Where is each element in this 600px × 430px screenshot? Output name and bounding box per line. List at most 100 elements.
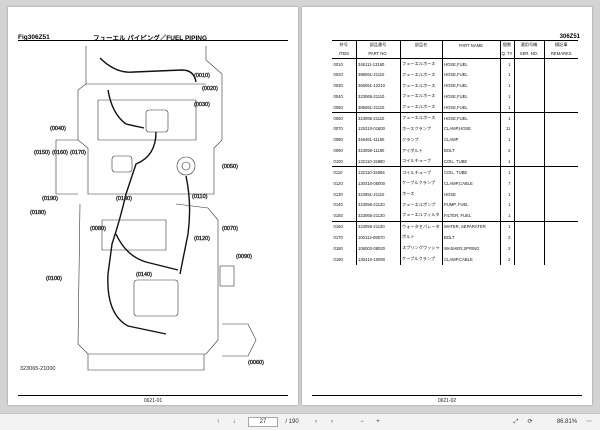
cell-part-name: HOSE,FUEL [441, 69, 500, 81]
viewer-toolbar: ↑ ↓ 27 / 190 ‹ › − + ⤢ ⟳ 86.81% ⋯ [0, 413, 600, 430]
cell-name-jp: アイボルト [399, 145, 442, 157]
header-serial: SER. NO. [513, 49, 544, 59]
cell-name-jp: フューエルホース [399, 101, 442, 113]
cell-remarks [543, 199, 578, 211]
rotate-icon[interactable]: ⟳ [527, 419, 533, 425]
callout-0080: (0080) [90, 226, 106, 232]
header-partno-jp: 部品番号 [355, 40, 400, 50]
cell-part-name: HOSE,FUEL [441, 101, 500, 113]
callout-0160: (0160) [52, 150, 68, 156]
callout-0170: (0170) [70, 150, 86, 156]
fuel-lines [99, 57, 197, 335]
cell-serial [513, 69, 544, 81]
cell-name-jp: ケーブルクランプ [399, 177, 442, 189]
cell-name-jp: ウォータセパレータ [399, 220, 442, 232]
cell-part-no: 130410-10080 [355, 253, 400, 265]
cell-qty: 1 [499, 134, 514, 146]
arrow-up-icon[interactable]: ↑ [216, 419, 220, 425]
cell-qty: 2 [499, 253, 514, 265]
cell-serial [513, 112, 544, 124]
cell-qty: 2 [499, 232, 514, 243]
page-number-left: 0621-01 [143, 398, 163, 404]
callout-0030: (0030) [194, 102, 210, 108]
callout-0020: (0020) [202, 86, 218, 92]
header-partname: PART NAME [441, 40, 500, 50]
cell-remarks [543, 112, 578, 124]
prev-page-icon[interactable]: ‹ [315, 419, 317, 425]
header-item-jp: 符号 [332, 40, 356, 50]
cell-qty: 1 [499, 166, 514, 178]
callout-0040: (0040) [50, 126, 66, 132]
fit-icon[interactable]: ⤢ [513, 419, 519, 425]
cell-serial [513, 91, 544, 102]
title-rule [18, 40, 288, 41]
header-name-jp: 部品名 [399, 40, 442, 50]
more-icon[interactable]: ⋯ [586, 419, 592, 425]
cell-qty: 1 [499, 101, 514, 113]
arrow-down-icon[interactable]: ↓ [232, 419, 236, 425]
header-remarks: REMARKS [543, 49, 578, 59]
zoom-in-icon[interactable]: + [376, 419, 380, 425]
cell-remarks [543, 123, 578, 135]
callout-0100: (0100) [46, 276, 62, 282]
cell-qty: 11 [499, 123, 514, 135]
zoom-out-icon[interactable]: − [360, 419, 364, 425]
cell-part-name: FILTER, FUEL [441, 210, 500, 222]
cell-name-jp: フューエルホース [399, 112, 442, 124]
page-rule [18, 395, 288, 396]
cell-item: 0150 [333, 212, 343, 218]
cell-serial [513, 58, 544, 70]
header-qty-jp: 個数 [499, 40, 514, 50]
page-right: 306Z51 符号 部品番号 部品名 PART NAME 個数 適用号機 摘記事… [302, 7, 592, 405]
header-serial-jp: 適用号機 [513, 40, 544, 50]
cell-qty: 1 [499, 112, 514, 124]
cell-serial [513, 177, 544, 189]
cell-remarks [543, 101, 578, 113]
page-number-input[interactable]: 27 [248, 417, 278, 427]
next-page-icon[interactable]: › [331, 419, 333, 425]
callout-0010: (0010) [194, 73, 210, 79]
header-partno: PART NO. [355, 49, 400, 59]
cell-name-jp: ホースクランプ [399, 123, 442, 135]
cell-name-jp: フューエルフィルタ [399, 210, 442, 222]
cell-qty: 2 [499, 242, 514, 254]
cell-qty: 1 [499, 58, 514, 70]
cell-qty: 1 [499, 91, 514, 102]
cell-name-jp: フューエルポンプ [399, 199, 442, 211]
header-qty: Q. TY [499, 49, 514, 59]
cell-serial [513, 199, 544, 211]
cell-part-name: BOLT [441, 145, 500, 157]
cell-remarks [543, 242, 578, 254]
figure-title: フューエル パイピング／FUEL PIPING [93, 35, 207, 42]
cell-serial [513, 188, 544, 200]
zoom-level[interactable]: 86.81% [556, 419, 578, 425]
cell-part-no: 323056-11180 [355, 145, 400, 157]
cell-qty: 1 [499, 199, 514, 211]
cell-item: 0040 [333, 93, 343, 99]
callout-0060: (0060) [248, 360, 264, 366]
callout-0150: (0150) [34, 150, 50, 156]
cell-part-no: 323065-21110 [355, 91, 400, 102]
callout-0090: (0090) [236, 254, 252, 260]
page-rule [312, 395, 582, 396]
cell-name-jp: フューエルホース [399, 69, 442, 81]
cell-serial [513, 101, 544, 113]
callout-0110: (0110) [192, 194, 208, 200]
callout-0180: (0180) [30, 210, 46, 216]
cell-part-no: 323951-21110 [355, 188, 400, 200]
cell-part-no: 132110-15880 [355, 156, 400, 167]
cell-remarks [543, 232, 578, 243]
cell-item: 0030 [333, 83, 343, 89]
